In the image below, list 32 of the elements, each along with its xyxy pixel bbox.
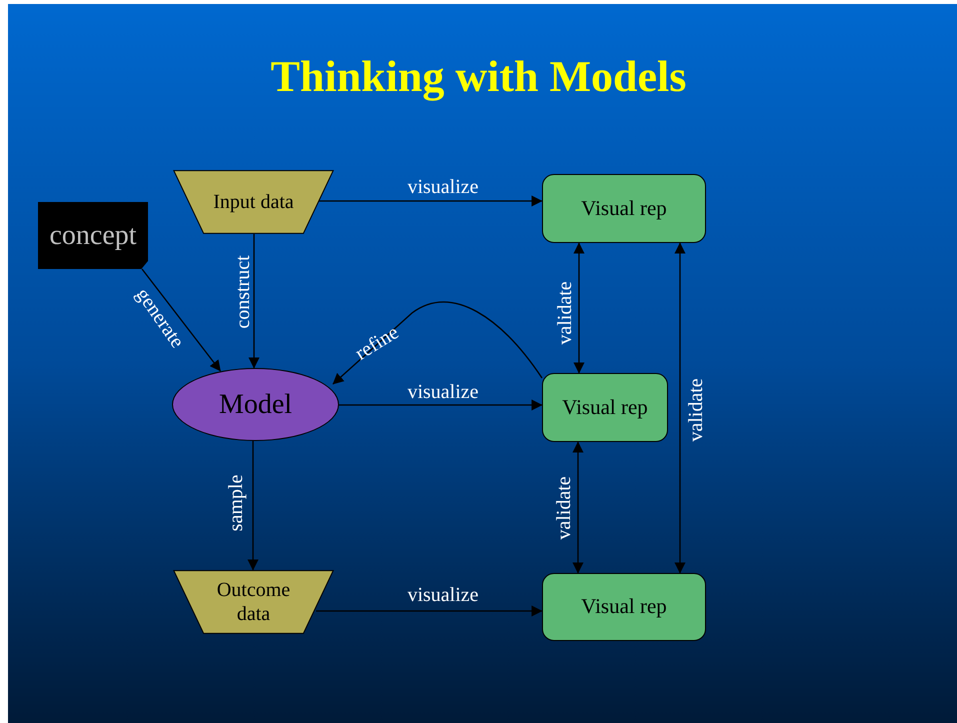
edge-label: sample bbox=[226, 474, 246, 532]
edge-label: validate bbox=[686, 378, 706, 442]
edge-label: visualize bbox=[407, 585, 479, 605]
node-label: Visual rep bbox=[581, 594, 667, 620]
arrow bbox=[316, 606, 543, 616]
node-label: concept bbox=[49, 218, 137, 252]
node-label: Model bbox=[218, 388, 292, 422]
process-box bbox=[542, 174, 706, 243]
edge-label: validate bbox=[555, 281, 575, 345]
arrow bbox=[248, 441, 258, 571]
edge-label: refine bbox=[352, 322, 402, 364]
arrow bbox=[574, 242, 584, 374]
arrow bbox=[674, 242, 686, 574]
slide-title: Thinking with Models bbox=[270, 51, 688, 103]
process-box bbox=[542, 573, 706, 641]
edge-label: visualize bbox=[407, 382, 479, 402]
node-label: Input data bbox=[213, 190, 294, 214]
arrow bbox=[141, 268, 221, 372]
edge-label: construct bbox=[233, 255, 253, 329]
arrow bbox=[339, 400, 543, 410]
concept-box bbox=[38, 202, 148, 269]
node-label: Outcome data bbox=[216, 578, 292, 626]
trapezoid-shape bbox=[173, 570, 334, 634]
trapezoid-shape bbox=[173, 170, 334, 234]
arrow bbox=[572, 441, 584, 574]
node-label: Visual rep bbox=[581, 196, 667, 222]
edge-label: validate bbox=[554, 476, 574, 540]
edge-label: visualize bbox=[407, 177, 479, 197]
arrow bbox=[332, 302, 543, 384]
node-label: Visual rep bbox=[562, 394, 648, 420]
process-box bbox=[542, 373, 668, 442]
arrow bbox=[248, 234, 260, 369]
